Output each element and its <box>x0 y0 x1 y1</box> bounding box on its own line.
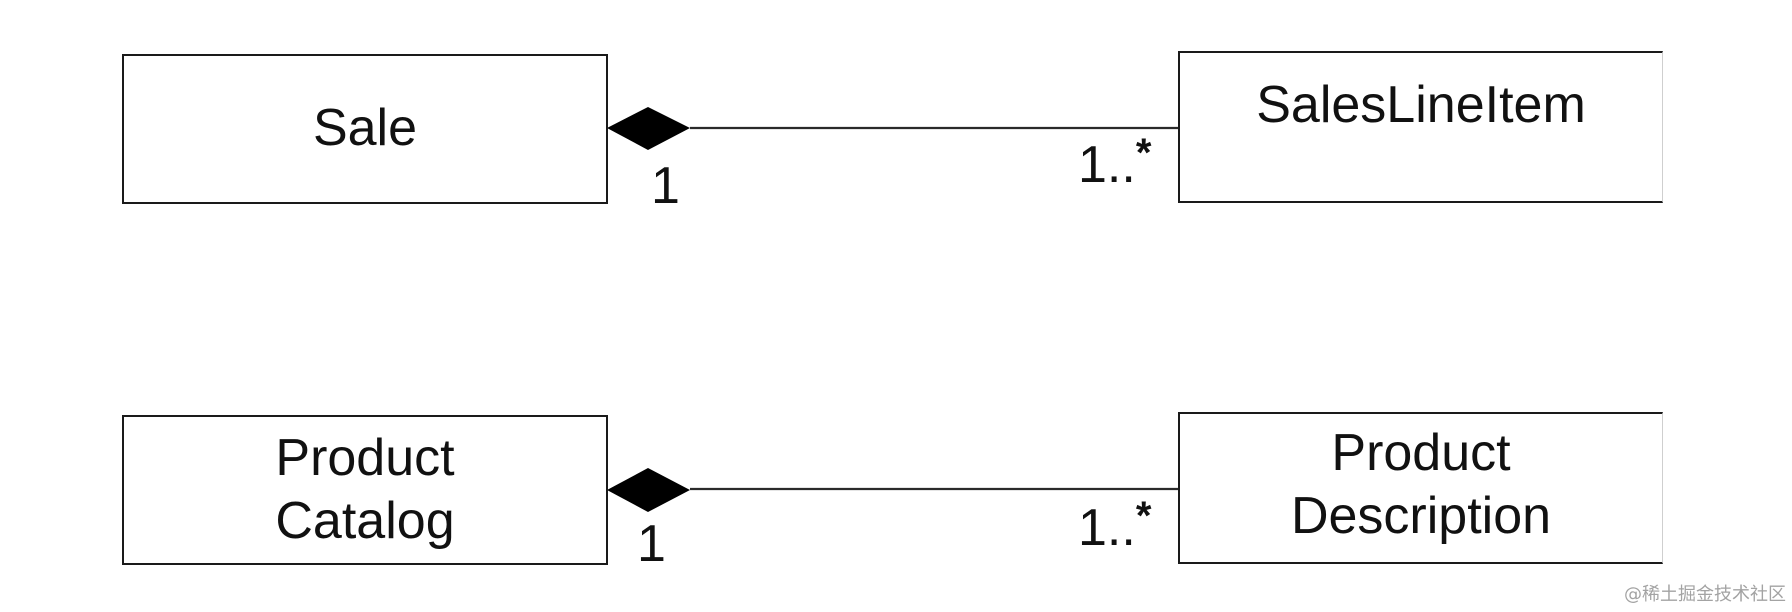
filled-diamond-icon <box>607 107 690 150</box>
class-box-product-catalog[interactable]: Product Catalog <box>122 415 608 565</box>
class-name: SalesLineItem <box>1256 75 1586 134</box>
class-box-sales-line-item[interactable]: SalesLineItem <box>1178 51 1663 203</box>
multiplicity-label-whole: 1 <box>637 515 666 573</box>
watermark: @稀土掘金技术社区 <box>1624 584 1786 605</box>
multiplicity-label-whole: 1 <box>651 157 680 215</box>
class-name-line-1: Product <box>1331 424 1511 482</box>
class-name-line-1: Product <box>275 429 455 487</box>
class-name-line-2: Catalog <box>275 492 455 550</box>
class-box-sale[interactable]: Sale <box>122 54 608 204</box>
multiplicity-label-part: 1..* <box>1078 494 1152 557</box>
multiplicity-label-part: 1..* <box>1078 131 1152 194</box>
class-name: Sale <box>312 98 418 157</box>
filled-diamond-icon <box>607 468 690 512</box>
class-box-product-description[interactable]: Product Description <box>1178 412 1663 564</box>
class-name-line-2: Description <box>1290 487 1552 545</box>
